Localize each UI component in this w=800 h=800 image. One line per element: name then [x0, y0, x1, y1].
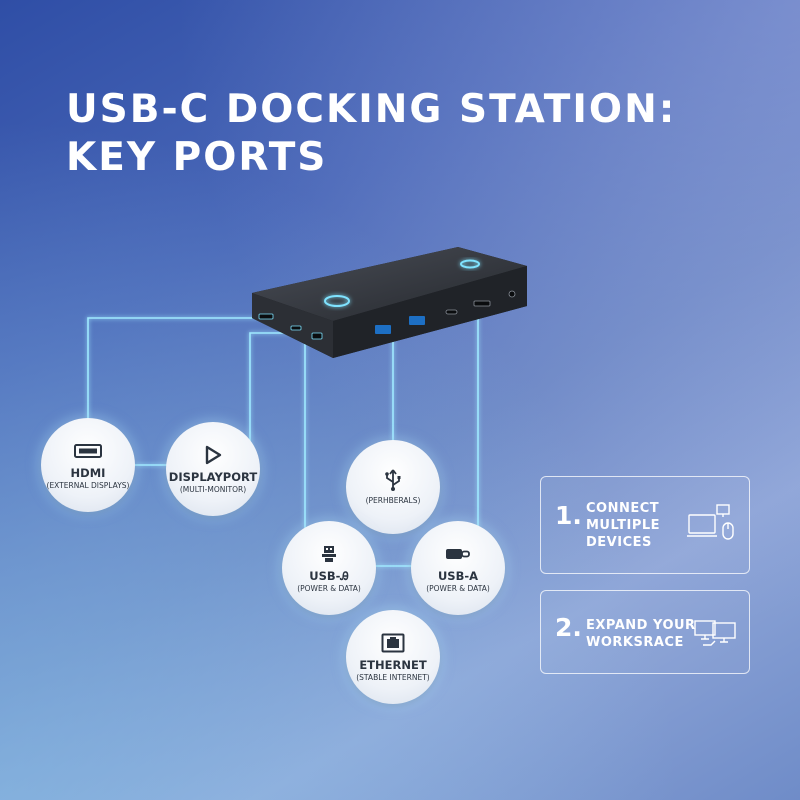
status-light-icon	[460, 259, 480, 269]
hdmi-port	[258, 313, 274, 320]
port-node-hdmi: HDMI (EXTERNAL DISPLAYS)	[41, 418, 135, 512]
hdmi-icon	[74, 440, 102, 462]
port-node-displayport: DISPLAYPORT (MULTI-MONITOR)	[166, 422, 260, 516]
port-node-ethernet: ETHERNET (STABLE INTERNET)	[346, 610, 440, 704]
ethernet-port	[311, 332, 323, 340]
title-line-2: KEY PORTS	[66, 135, 328, 180]
usb-a-icon	[319, 543, 339, 565]
page-title: USB-C DOCKING STATION: KEY PORTS	[66, 86, 676, 182]
dual-monitor-icon	[694, 620, 736, 646]
usb-icon	[383, 468, 403, 491]
port-node-usb-a-right: USB-A (POWER & DATA)	[411, 521, 505, 615]
displayport-port	[290, 325, 302, 331]
docking-station-device	[252, 247, 527, 358]
wire-usb	[385, 332, 394, 442]
wire-hdmi	[87, 317, 262, 422]
wire-usba-left	[304, 337, 318, 528]
usb-c-plug-icon	[445, 543, 471, 565]
sd-card-slot	[473, 300, 491, 307]
usb-c-port	[445, 309, 458, 315]
usb-a-port-1	[375, 325, 391, 334]
port-node-usb-a-left: USB-Ꭿ (POWER & DATA)	[282, 521, 376, 615]
benefit-card-1: 1. CONNECT MULTIPLE DEVICES	[540, 476, 750, 574]
port-node-usb: (PERHBERALS)	[346, 440, 440, 534]
displayport-icon	[202, 444, 224, 466]
benefit-card-2: 2. EXPAND YOUR WORKSRACE	[540, 590, 750, 674]
laptop-mouse-icon	[687, 504, 734, 540]
connection-lines	[87, 310, 479, 567]
ethernet-icon	[381, 632, 405, 654]
power-button-icon	[324, 295, 350, 307]
usb-a-port-2	[409, 316, 425, 325]
title-line-1: USB-C DOCKING STATION:	[66, 87, 677, 132]
audio-jack	[508, 290, 516, 298]
